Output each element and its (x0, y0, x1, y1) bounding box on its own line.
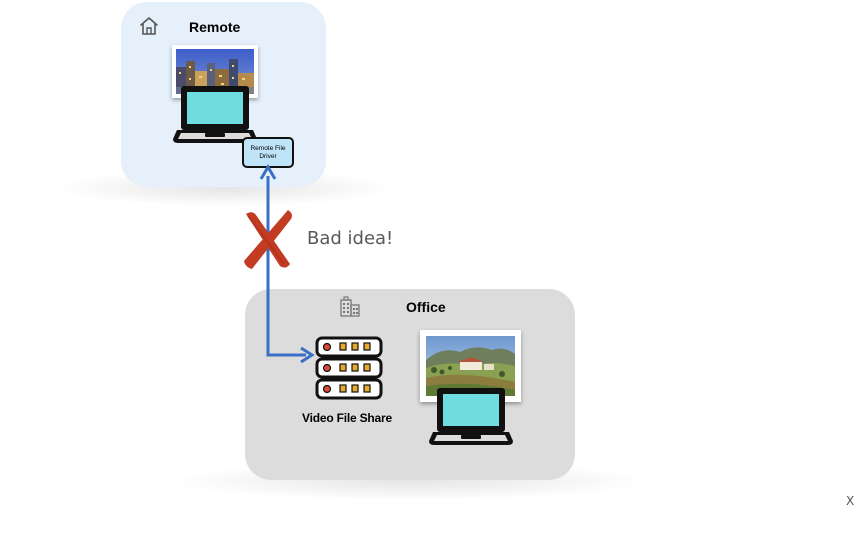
office-title: Office (406, 299, 446, 315)
arrowhead-right (300, 346, 315, 364)
bad-idea-annotation: Bad idea! (307, 228, 394, 249)
remote-laptop-icon (173, 86, 257, 143)
corner-x-mark: X (846, 494, 855, 508)
building-icon (340, 296, 360, 317)
video-file-share-label: Video File Share (302, 411, 392, 425)
server-icon (315, 336, 383, 400)
home-icon (140, 17, 158, 35)
arrowhead-up (259, 164, 277, 180)
red-cross-icon (244, 210, 292, 269)
remote-title: Remote (189, 19, 241, 35)
office-laptop-icon (429, 388, 513, 445)
